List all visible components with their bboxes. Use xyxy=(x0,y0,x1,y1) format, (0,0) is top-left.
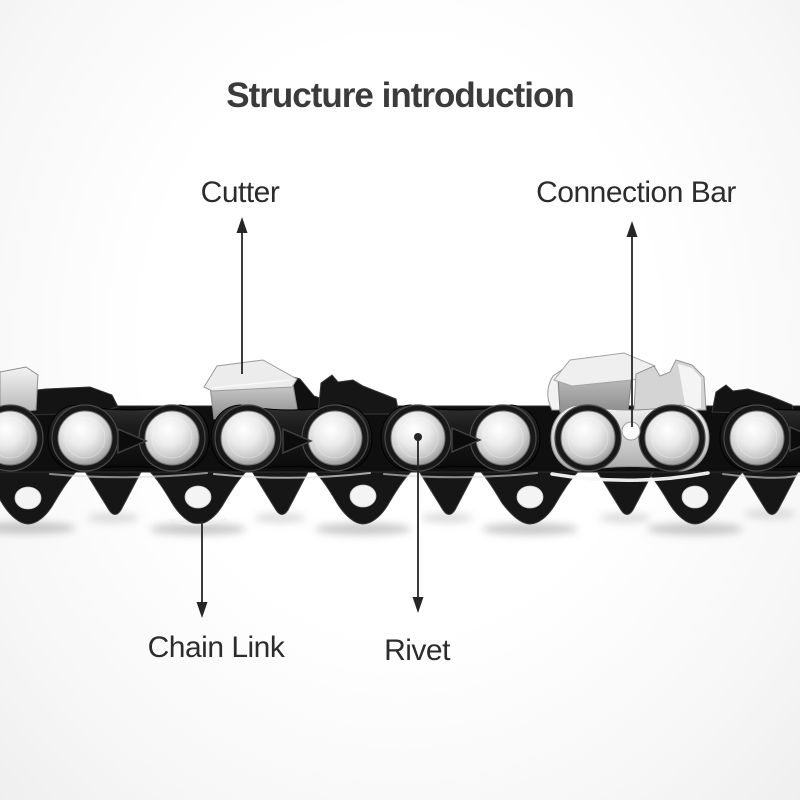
chain-link-arrow xyxy=(196,521,208,618)
annotation-arrows xyxy=(196,217,638,618)
chain-shadow xyxy=(0,509,796,535)
stamp-marks xyxy=(117,425,800,455)
connection-bar-arrow xyxy=(626,221,638,427)
connection-bar-hole xyxy=(621,421,641,441)
page-title: Structure introduction xyxy=(226,76,574,115)
connection-bar-graphic xyxy=(547,352,707,413)
label-cutter: Cutter xyxy=(200,176,280,209)
cutter-arrow xyxy=(236,217,248,374)
label-connection-bar: Connection Bar xyxy=(536,176,736,209)
label-rivet: Rivet xyxy=(384,634,450,667)
label-chain-link: Chain Link xyxy=(147,631,285,664)
rim-highlights xyxy=(49,471,800,526)
rivet-arrow xyxy=(412,433,424,613)
